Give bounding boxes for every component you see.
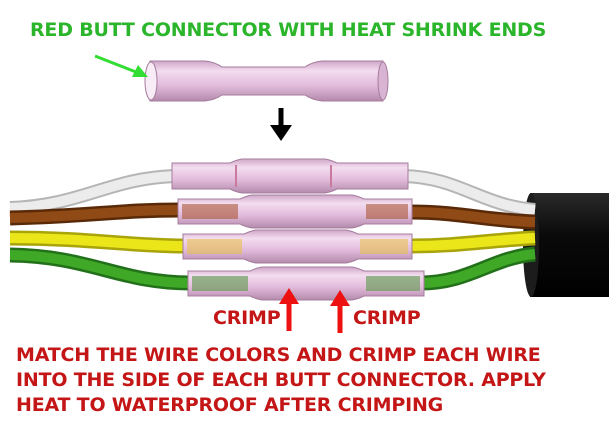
wire-green (9, 246, 536, 291)
black-down-arrow-icon (270, 108, 292, 141)
instructions-line: MATCH THE WIRE COLORS AND CRIMP EACH WIR… (16, 344, 541, 366)
green-arrow-icon (94, 54, 148, 77)
red-up-arrow-icon (279, 288, 299, 331)
diagram-title: RED BUTT CONNECTOR WITH HEAT SHRINK ENDS (30, 19, 547, 41)
red-up-arrow-icon (330, 290, 350, 333)
connector-yellow (182, 229, 413, 264)
butt-connector-example (144, 60, 389, 102)
crimp-label-right: CRIMP (353, 307, 421, 329)
connector-brown (177, 194, 413, 229)
instructions-text: MATCH THE WIRE COLORS AND CRIMP EACH WIR… (16, 343, 606, 418)
wire-yellow (9, 230, 536, 254)
cable-jacket (523, 193, 609, 297)
wire-brown (9, 202, 536, 230)
wire-white (9, 169, 536, 217)
crimp-label-left: CRIMP (213, 307, 281, 329)
instructions-line: HEAT TO WATERPROOF AFTER CRIMPING (16, 394, 444, 416)
connector-white (171, 158, 409, 194)
instructions-line: INTO THE SIDE OF EACH BUTT CONNECTOR. AP… (16, 369, 546, 391)
connector-green (187, 266, 425, 301)
